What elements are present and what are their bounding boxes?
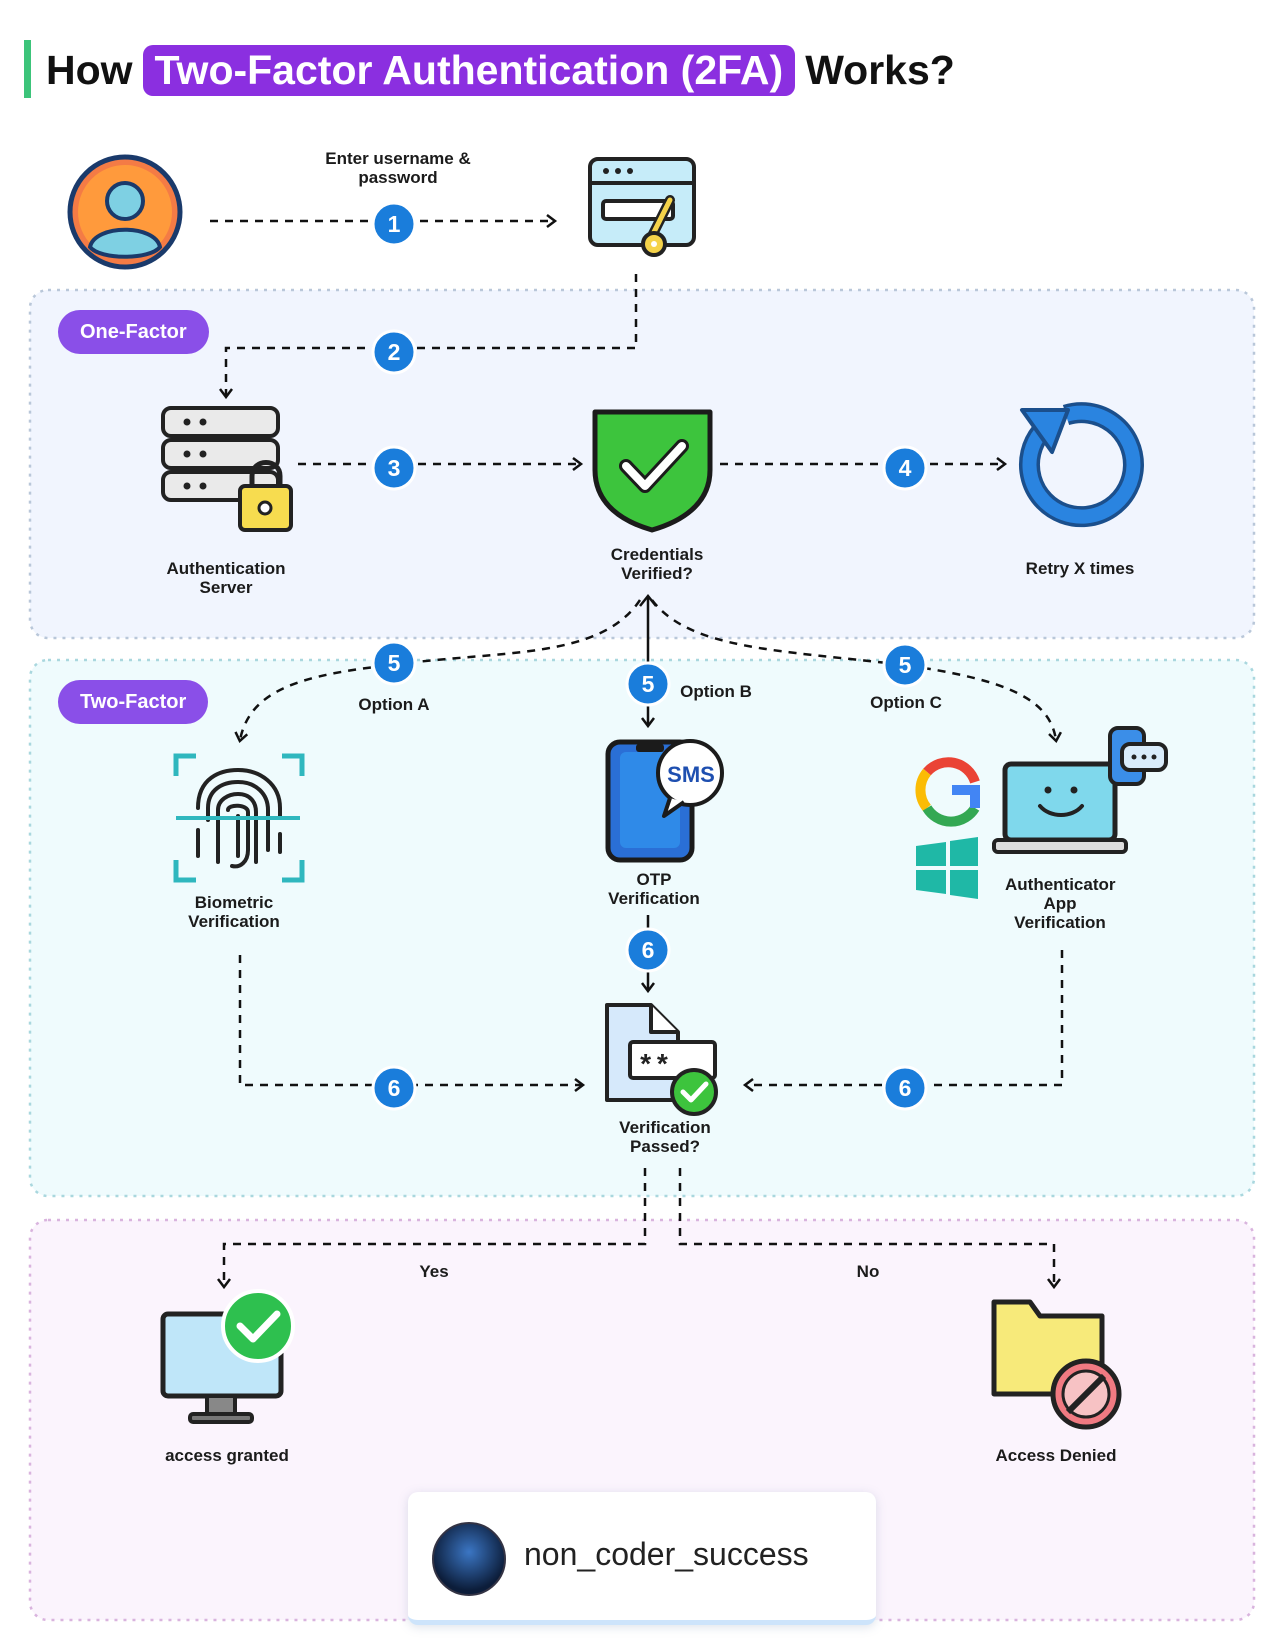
- biometric-label: Biometric Verification: [188, 893, 280, 931]
- step-badge-number: 6: [642, 937, 655, 963]
- one-factor-pill: One-Factor: [58, 310, 209, 354]
- step-badges: 1 2 3 4 5 5 5 6 6 6: [371, 201, 928, 1111]
- step-badge-number: 6: [388, 1075, 401, 1101]
- laptop-authenticator-icon: [992, 726, 1168, 854]
- connector-no: [678, 1168, 1061, 1290]
- step-badge-2: 2: [371, 329, 417, 375]
- connector-yes: [217, 1168, 647, 1290]
- step-badge-9: 6: [371, 1065, 417, 1111]
- step-badge-number: 1: [388, 211, 401, 237]
- credentials-step-label: Enter username & password: [325, 149, 471, 187]
- option-b-label: Option B: [680, 682, 752, 701]
- step-badge-5: 5: [371, 640, 417, 686]
- title-highlight: Two-Factor Authentication (2FA): [142, 44, 796, 96]
- step-badge-number: 5: [388, 650, 401, 676]
- google-logo-icon: [915, 757, 980, 827]
- step-badge-7: 5: [882, 642, 928, 688]
- shield-check-icon: [592, 409, 713, 533]
- step-badge-number: 5: [642, 671, 655, 697]
- fingerprint-icon: [173, 753, 305, 883]
- two-factor-pill: Two-Factor: [58, 680, 209, 724]
- retry-label: Retry X times: [1025, 559, 1135, 578]
- result-section: [28, 1218, 1256, 1622]
- branch-no-label: No: [856, 1262, 880, 1281]
- step-badge-8: 6: [625, 927, 671, 973]
- step-badge-3: 3: [371, 445, 417, 491]
- retry-icon: [1018, 402, 1144, 528]
- option-c-label: Option C: [870, 693, 942, 712]
- title-prefix: How: [46, 46, 133, 93]
- password-mask-text: **: [637, 1052, 671, 1083]
- title-accent-bar: [24, 40, 31, 98]
- connector-6-right: [742, 950, 1064, 1092]
- document-password-icon: **: [605, 1003, 718, 1116]
- connector-2: [219, 274, 638, 400]
- profile-avatar: [432, 1522, 506, 1596]
- step-badge-10: 6: [882, 1065, 928, 1111]
- windows-logo-icon: [916, 837, 978, 899]
- step-badge-number: 2: [388, 339, 401, 365]
- credentials-verified-label: Credentials Verified?: [610, 545, 704, 583]
- step-badge-number: 3: [388, 455, 401, 481]
- verification-passed-label: Verification Passed?: [619, 1118, 711, 1156]
- step-badge-number: 5: [899, 652, 912, 678]
- user-avatar-icon: [67, 154, 183, 270]
- step-badge-4: 4: [882, 445, 928, 491]
- access-denied-label: Access Denied: [995, 1446, 1117, 1465]
- otp-label: OTP Verification: [608, 870, 700, 908]
- step-badge-6: 5: [625, 661, 671, 707]
- profile-card[interactable]: non_coder_success: [408, 1492, 876, 1625]
- arrow-up-head: [639, 593, 657, 607]
- step-badge-number: 4: [899, 455, 912, 481]
- login-key-icon: [588, 157, 696, 257]
- phone-sms-icon: SMS: [605, 739, 724, 863]
- branch-yes-label: Yes: [419, 1262, 449, 1281]
- connector-option-a: [234, 599, 642, 744]
- title-suffix: Works?: [805, 46, 955, 93]
- step-badge-1: 1: [371, 201, 417, 247]
- authenticator-label: Authenticator App Verification: [1005, 875, 1116, 932]
- server-lock-icon: [161, 406, 293, 532]
- two-factor-section: [28, 658, 1256, 1198]
- access-granted-label: access granted: [165, 1446, 289, 1465]
- page-title: How Two-Factor Authentication (2FA) Work…: [46, 40, 955, 100]
- monitor-check-icon: [160, 1289, 295, 1424]
- sms-bubble-text: SMS: [667, 762, 715, 787]
- auth-server-label: Authentication Server: [166, 559, 286, 597]
- folder-denied-icon: [991, 1299, 1122, 1430]
- option-a-label: Option A: [358, 695, 430, 714]
- step-badge-number: 6: [899, 1075, 912, 1101]
- profile-account-name: non_coder_success: [524, 1536, 809, 1572]
